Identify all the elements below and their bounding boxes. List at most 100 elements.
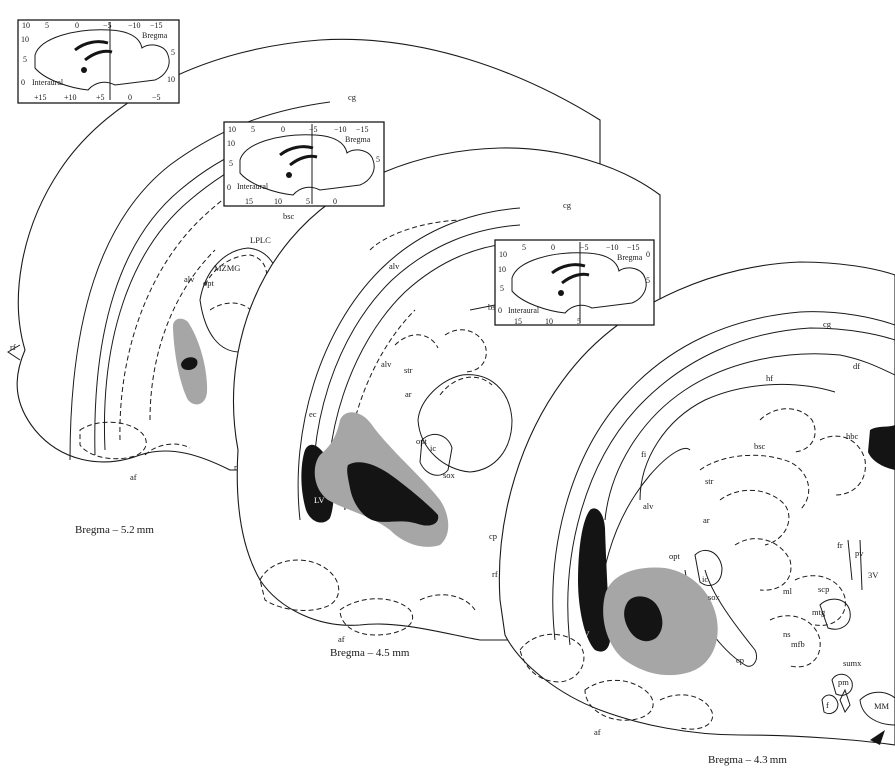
inset-1-right-tick-1: 10	[167, 75, 175, 84]
inset-3-bottom-tick-0: 15	[514, 317, 522, 326]
label-pm: pm	[838, 677, 849, 687]
inset-1-bottom-tick-1: +10	[64, 93, 77, 102]
label-rf: rf	[10, 342, 16, 352]
inset-2-top-tick-0: 10	[228, 125, 236, 134]
inset-1-top-tick-1: 5	[45, 21, 49, 30]
inset-2-left-tick-1: 5	[229, 159, 233, 168]
inset-3-bregma: Bregma	[617, 253, 643, 262]
inset-3-top-tick-2: 0	[551, 243, 555, 252]
inset-3-right-tick-0: 0	[646, 250, 650, 259]
inset-3-bottom-tick-2: 5	[577, 317, 581, 326]
inset-1-top-tick-5: −15	[150, 21, 163, 30]
inset-1-interaural: Interaural	[32, 78, 64, 87]
inset-2-bottom-tick-3: 0	[333, 197, 337, 206]
inset-1-top-tick-4: −10	[128, 21, 141, 30]
inset-section-1: 10 5 0 −5 −10 −15 Bregma Interaural +15 …	[18, 20, 179, 103]
label-ic: ic	[702, 574, 708, 584]
inset-1-top-tick-3: −5	[103, 21, 112, 30]
inset-2-top-tick-4: −10	[334, 125, 347, 134]
inset-2-top-tick-5: −15	[356, 125, 369, 134]
label-fr: fr	[837, 540, 843, 550]
label-hf: hf	[766, 373, 773, 383]
label-alv: alv	[389, 261, 400, 271]
inset-3-top-tick-0: 10	[499, 250, 507, 259]
label-mfb: mfb	[791, 639, 805, 649]
label-df: df	[853, 361, 860, 371]
inset-3-top-tick-3: −5	[580, 243, 589, 252]
label-af: af	[338, 634, 345, 644]
label-af: af	[130, 472, 137, 482]
label-alv: alv	[643, 501, 654, 511]
inset-2-left-tick-0: 10	[227, 139, 235, 148]
inset-1-bottom-tick-3: 0	[128, 93, 132, 102]
inset-2-interaural: Interaural	[237, 182, 269, 191]
label-cp: cp	[489, 531, 497, 541]
inset-1-bregma: Bregma	[142, 31, 168, 40]
label-pv: pv	[855, 548, 864, 558]
label-ec: ec	[309, 409, 317, 419]
inset-3-right-tick-1: 5	[646, 276, 650, 285]
label-bsc: bsc	[283, 211, 295, 221]
inset-3-top-tick-4: −10	[606, 243, 619, 252]
label-ns: ns	[783, 629, 791, 639]
label-af: af	[594, 727, 601, 737]
label-cg: cg	[348, 92, 357, 102]
inset-2-dot	[286, 172, 292, 178]
label-cg: cg	[823, 319, 832, 329]
label-ml: ml	[783, 586, 793, 596]
label-alv-2: alv	[381, 359, 392, 369]
inset-3-dot	[558, 290, 564, 296]
inset-3-left-tick-0: 10	[498, 265, 506, 274]
label-3v: 3V	[868, 570, 879, 580]
label-rf: rf	[492, 569, 498, 579]
label-sox: sox	[708, 592, 721, 602]
inset-2-bottom-tick-0: 15	[245, 197, 253, 206]
inset-3-interaural: Interaural	[508, 306, 540, 315]
label-fi: fi	[641, 449, 647, 459]
label-ar: ar	[405, 389, 412, 399]
label-mtg: mtg	[812, 607, 826, 617]
inset-2-top-tick-2: 0	[281, 125, 285, 134]
inset-3-bottom-tick-1: 10	[545, 317, 553, 326]
inset-1-top-tick-0: 10	[22, 21, 30, 30]
inset-2-top-tick-3: −5	[309, 125, 318, 134]
label-hbc: hbc	[846, 431, 859, 441]
label-mm: MM	[874, 701, 890, 711]
inset-2-left-tick-2: 0	[227, 183, 231, 192]
inset-1-left-tick-0: 10	[21, 35, 29, 44]
label-alv: alv	[184, 274, 195, 284]
inset-2-top-tick-1: 5	[251, 125, 255, 134]
inset-3-left-tick-2: 0	[498, 306, 502, 315]
inset-2-right-tick-0: 5	[376, 155, 380, 164]
caption-section-2: Bregma – 4.5 mm	[330, 647, 410, 659]
inset-1-left-tick-2: 0	[21, 78, 25, 87]
label-ic: ic	[430, 443, 436, 453]
label-opt: opt	[416, 436, 428, 446]
label-lplc: LPLC	[250, 235, 271, 245]
label-str: str	[705, 476, 714, 486]
inset-3-left-tick-1: 5	[500, 284, 504, 293]
inset-1-bottom-tick-0: +15	[34, 93, 47, 102]
label-opt: opt	[203, 278, 215, 288]
label-sox: sox	[443, 470, 456, 480]
label-cg: cg	[563, 200, 572, 210]
inset-2-bottom-tick-2: 5	[306, 197, 310, 206]
inset-1-bottom-tick-4: −5	[152, 93, 161, 102]
inset-2-bottom-tick-1: 10	[274, 197, 282, 206]
inset-section-2: 10 5 0 −5 −10 −15 Bregma Interaural 15 1…	[224, 122, 384, 206]
inset-section-3: 10 5 0 −5 −10 −15 Bregma Interaural 15 1…	[495, 240, 654, 326]
section-bregma-4-3: cg hf df hbc bsc fi alv str ar opt ic so…	[495, 240, 895, 766]
label-sumx: sumx	[843, 658, 862, 668]
inset-1-dot	[81, 67, 87, 73]
inset-1-right-tick-0: 5	[171, 48, 175, 57]
caption-section-3: Bregma – 4.3 mm	[708, 754, 787, 766]
label-str: str	[404, 365, 413, 375]
label-ar: ar	[703, 515, 710, 525]
label-lv: LV	[579, 629, 590, 639]
label-cp: cp	[736, 655, 744, 665]
inset-1-top-tick-2: 0	[75, 21, 79, 30]
label-f: f	[826, 700, 829, 710]
caption-section-1: Bregma – 5.2 mm	[75, 524, 154, 536]
inset-1-bottom-tick-2: +5	[96, 93, 105, 102]
